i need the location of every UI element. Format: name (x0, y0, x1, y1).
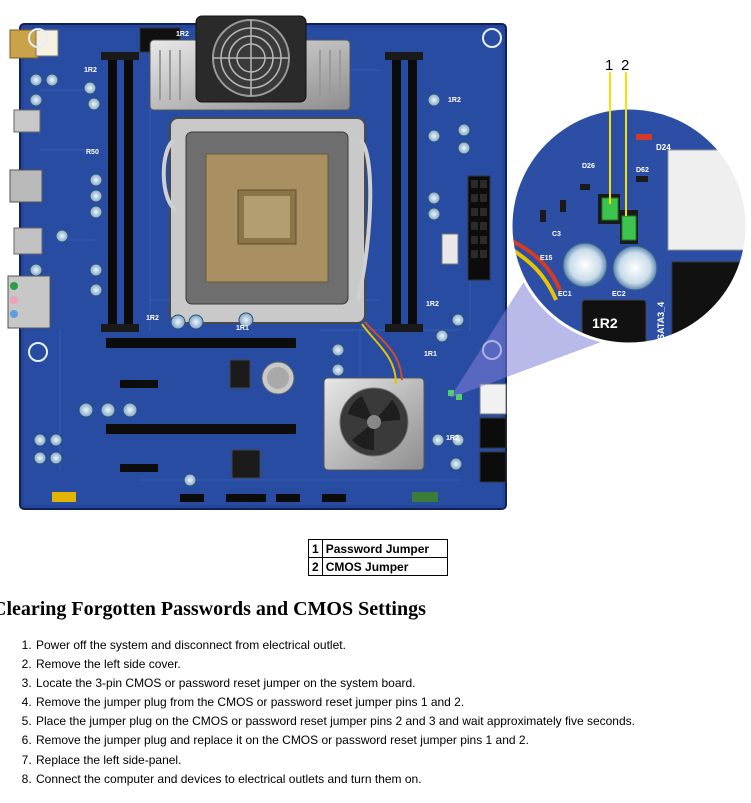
zoom-wedge (450, 258, 612, 398)
zoom-silkscreen-label: D26 (582, 163, 595, 170)
silkscreen-label: R50 (86, 149, 99, 156)
silkscreen-label: 1R2 (146, 315, 159, 322)
zoom-inset: 1R2 SATA3_4 D24 D26 D62 C3 E15 EC1 EC2 (511, 108, 747, 344)
motherboard-figure: 1R2 1R2 R50 1R1 1R2 1R2 1R1 1R2 1R2 (7, 15, 749, 510)
legend-number: 1 (308, 539, 323, 558)
zoom-silkscreen-label: 1R2 (592, 315, 618, 331)
silkscreen-label: 1R1 (236, 325, 249, 332)
callout-number-1: 1 (605, 57, 613, 74)
step-item: Remove the left side cover. (35, 655, 635, 674)
zoom-silkscreen-label: C3 (552, 231, 561, 238)
step-item: Locate the 3-pin CMOS or password reset … (35, 674, 635, 693)
step-item: Connect the computer and devices to elec… (35, 770, 635, 789)
silkscreen-label: 1R2 (176, 31, 189, 38)
step-item: Replace the left side-panel. (35, 751, 635, 770)
legend-label: CMOS Jumper (321, 557, 448, 576)
motherboard-image: 1R2 1R2 R50 1R1 1R2 1R2 1R1 1R2 1R2 (7, 15, 507, 510)
step-item: Remove the jumper plug and replace it on… (35, 731, 635, 750)
zoom-silkscreen-label: D24 (656, 143, 671, 152)
callout-number-2: 2 (621, 57, 629, 74)
zoom-silkscreen-label: SATA3_4 (656, 302, 666, 340)
step-item: Place the jumper plug on the CMOS or pas… (35, 712, 635, 731)
step-item: Power off the system and disconnect from… (35, 636, 635, 655)
zoom-silkscreen-label: D62 (636, 167, 649, 174)
section-heading: Clearing Forgotten Passwords and CMOS Se… (0, 598, 426, 620)
silkscreen-label: 1R2 (446, 435, 459, 442)
step-item: Remove the jumper plug from the CMOS or … (35, 693, 635, 712)
zoom-silkscreen-label: E15 (540, 255, 553, 262)
silkscreen-label: 1R2 (448, 97, 461, 104)
zoom-silkscreen-label: EC2 (612, 291, 626, 298)
legend-label: Password Jumper (321, 539, 448, 558)
callout-legend-table: 1 Password Jumper 2 CMOS Jumper (308, 539, 448, 576)
legend-row: 1 Password Jumper (308, 539, 448, 558)
silkscreen-label: 1R2 (84, 67, 97, 74)
steps-list: Power off the system and disconnect from… (0, 636, 635, 789)
legend-row: 2 CMOS Jumper (308, 557, 448, 576)
legend-number: 2 (308, 557, 323, 576)
silkscreen-label: 1R1 (424, 351, 437, 358)
zoom-silkscreen-label: EC1 (558, 291, 572, 298)
silkscreen-label: 1R2 (426, 301, 439, 308)
